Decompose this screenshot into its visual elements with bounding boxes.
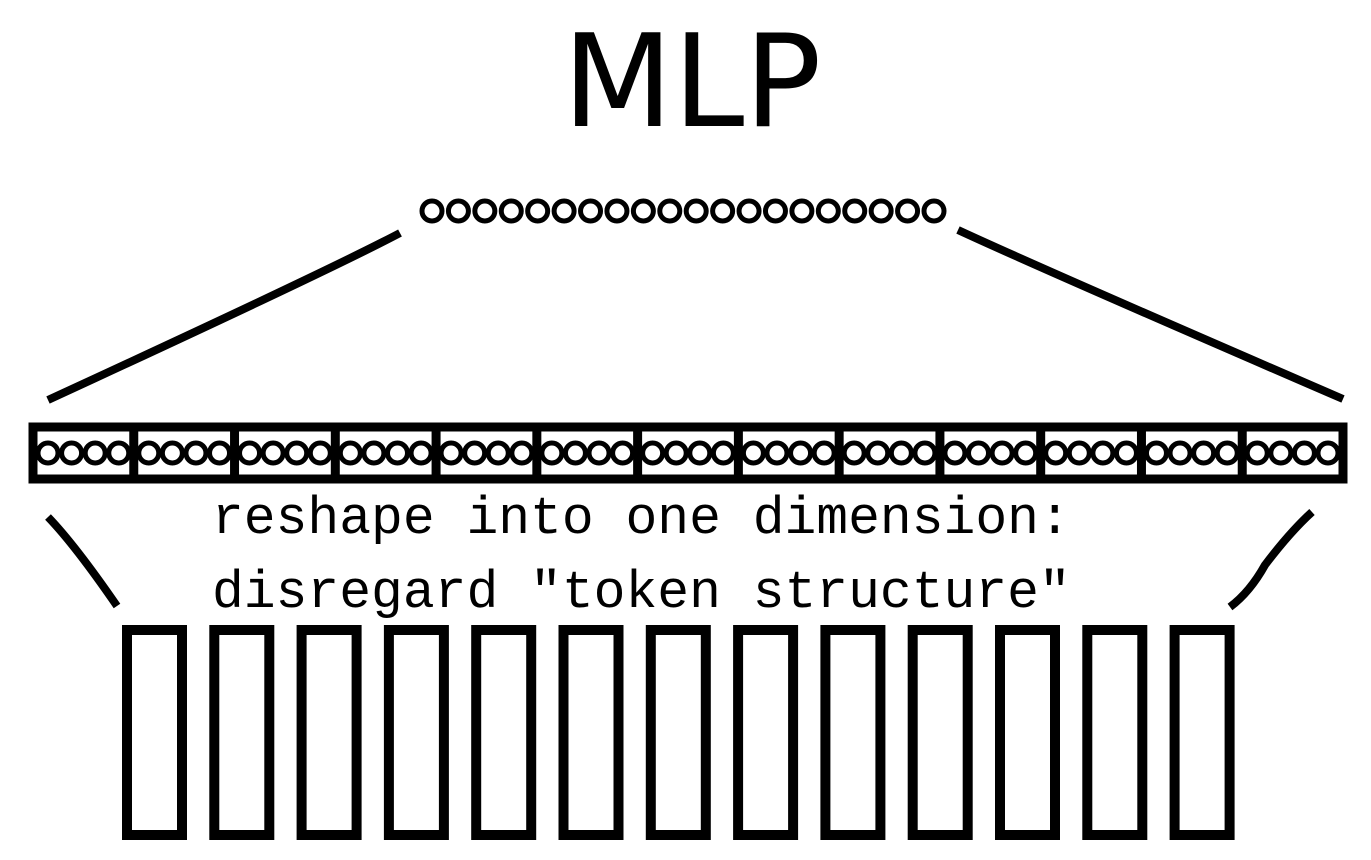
flattened-neuron <box>989 440 1015 466</box>
flattened-neuron <box>1191 440 1217 466</box>
mlp-neuron <box>472 198 498 224</box>
flattened-neuron <box>284 440 310 466</box>
flattened-neuron <box>485 440 511 466</box>
mlp-neuron <box>657 198 683 224</box>
flattened-neuron <box>912 440 938 466</box>
token-box <box>296 625 362 840</box>
flattened-vector-outline <box>28 422 1348 484</box>
token-box <box>820 625 886 840</box>
flattened-neuron <box>35 440 61 466</box>
flattened-neuron <box>1268 440 1294 466</box>
flattened-neuron <box>764 440 790 466</box>
flattened-neuron <box>361 440 387 466</box>
flattened-neuron <box>384 440 410 466</box>
flattened-neuron <box>1043 440 1069 466</box>
flattened-neuron <box>136 440 162 466</box>
mlp-neuron <box>419 198 445 224</box>
token-box <box>1082 625 1148 840</box>
mlp-neuron <box>736 198 762 224</box>
flattened-neuron <box>740 440 766 466</box>
flattened-neuron <box>942 440 968 466</box>
mlp-neuron <box>551 198 577 224</box>
token-box <box>383 625 449 840</box>
flattened-neuron <box>1291 440 1317 466</box>
flattened-neuron <box>337 440 363 466</box>
flattened-neuron <box>1167 440 1193 466</box>
flattened-neuron <box>438 440 464 466</box>
flattened-neuron <box>462 440 488 466</box>
token-box <box>471 625 537 840</box>
mlp-neuron <box>498 198 524 224</box>
flattened-neuron <box>811 440 837 466</box>
flattened-neuron <box>237 440 263 466</box>
token-box <box>733 625 799 840</box>
mlp-neuron <box>815 198 841 224</box>
flattened-neuron <box>539 440 565 466</box>
right-brace-connector <box>1227 509 1315 611</box>
mlp-neuron <box>604 198 630 224</box>
flattened-neuron <box>640 440 666 466</box>
mlp-neuron <box>895 198 921 224</box>
left-brace-connector <box>45 514 121 609</box>
flattened-vector <box>28 422 1348 484</box>
flattened-neuron <box>408 440 434 466</box>
token-box <box>995 625 1060 840</box>
flattened-neuron <box>586 440 612 466</box>
flattened-neuron <box>1244 440 1270 466</box>
flattened-neuron <box>1090 440 1116 466</box>
token-box <box>558 625 624 840</box>
mlp-neuron <box>842 198 868 224</box>
mlp-neuron <box>921 198 947 224</box>
mlp-neuron <box>789 198 815 224</box>
flattened-neuron <box>841 440 867 466</box>
flattened-neuron <box>788 440 814 466</box>
flattened-neuron <box>106 440 132 466</box>
token-sequence <box>122 625 1235 840</box>
flattened-neuron <box>307 440 333 466</box>
flattened-neuron <box>610 440 636 466</box>
mlp-neuron <box>578 198 604 224</box>
flattened-neuron <box>1143 440 1169 466</box>
mlp-input-layer <box>419 198 947 224</box>
flattened-neuron <box>59 440 85 466</box>
mlp-neuron <box>445 198 471 224</box>
diagram-title: MLP <box>563 8 822 157</box>
mlp-neuron <box>762 198 788 224</box>
flattened-neuron <box>710 440 736 466</box>
mlp-neuron <box>630 198 656 224</box>
token-box <box>209 625 275 840</box>
caption-line-1: reshape into one dimension: <box>212 489 1071 549</box>
flattened-neuron <box>865 440 891 466</box>
flattened-neuron <box>888 440 914 466</box>
flattened-neuron <box>260 440 286 466</box>
mlp-neuron <box>868 198 894 224</box>
flattened-neuron <box>663 440 689 466</box>
flattened-neuron <box>1013 440 1039 466</box>
token-box <box>1169 625 1235 840</box>
mlp-neuron <box>710 198 736 224</box>
flattened-neuron <box>1315 440 1341 466</box>
flattened-neuron <box>687 440 713 466</box>
left-fan-connector <box>46 229 402 404</box>
right-fan-connector <box>956 226 1345 403</box>
flattened-neuron <box>183 440 209 466</box>
flattened-neuron <box>966 440 992 466</box>
mlp-neuron <box>525 198 551 224</box>
flattened-neuron <box>159 440 185 466</box>
token-box <box>122 625 187 840</box>
token-box <box>907 625 973 840</box>
flattened-neuron <box>1214 440 1240 466</box>
caption-line-2: disregard "token structure" <box>212 563 1071 623</box>
flattened-neuron <box>82 440 108 466</box>
flattened-neuron <box>1113 440 1139 466</box>
flattened-neuron <box>207 440 233 466</box>
flattened-neuron <box>562 440 588 466</box>
flattened-neuron <box>509 440 535 466</box>
mlp-neuron <box>683 198 709 224</box>
flattened-neuron <box>1066 440 1092 466</box>
token-box <box>645 625 711 840</box>
